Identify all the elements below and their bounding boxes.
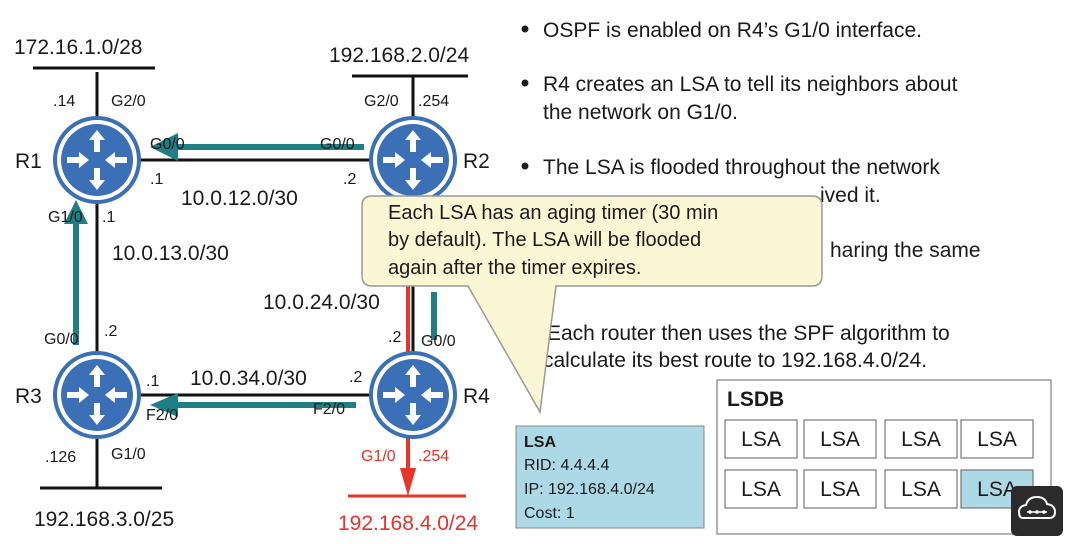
cloud-logo-icon (1011, 486, 1063, 536)
lsdb-cell-label: LSA (977, 478, 1017, 501)
bullet-dot (521, 79, 529, 87)
iface-r1-g00: G0/0 (150, 136, 185, 153)
callout-line-2: by default). The LSA will be flooded (388, 229, 701, 251)
host-r4-254: .254 (418, 448, 449, 465)
iface-r1-g20: G2/0 (111, 93, 146, 110)
lsdb-cell-label: LSA (741, 428, 781, 451)
lsa-card-ip: IP: 192.168.4.0/24 (524, 481, 655, 498)
lsa-card-rid: RID: 4.4.4.4 (524, 457, 609, 474)
host-r4-2b: .2 (349, 369, 362, 386)
network-label-192-3: 192.168.3.0/25 (34, 508, 174, 531)
bullet-dot (521, 25, 529, 33)
bullet-5-line-2: calculate its best route to 192.168.4.0/… (543, 349, 927, 372)
iface-r4-g10: G1/0 (361, 448, 396, 465)
iface-r3-f20: F2/0 (146, 407, 178, 424)
lsa-card: LSA RID: 4.4.4.4 IP: 192.168.4.0/24 Cost… (515, 425, 705, 529)
lsdb-cell (803, 419, 877, 459)
host-r4-2a: .2 (388, 329, 401, 346)
link-label-34: 10.0.34.0/30 (190, 367, 307, 390)
iface-r4-g00: G0/0 (421, 333, 456, 350)
lsdb-cell (884, 469, 958, 509)
callout: Each LSA has an aging timer (30 min by d… (361, 195, 823, 415)
router-icon-r3[interactable] (53, 351, 141, 439)
router-label-r4: R4 (463, 385, 490, 408)
host-r2-254: .254 (418, 93, 449, 110)
flood-arrow-r3-r1 (64, 200, 88, 224)
host-r2-2: .2 (343, 171, 356, 188)
lsdb-cell-label: LSA (901, 478, 941, 501)
lsdb-cell-label: LSA (977, 428, 1017, 451)
lsdb-cell-label: LSA (820, 478, 860, 501)
lsdb-cell (724, 469, 798, 509)
red-down-arrow (400, 468, 416, 496)
iface-r2-g00: G0/0 (320, 136, 355, 153)
lsdb-cell-label: LSA (741, 478, 781, 501)
network-label-192-4: 192.168.4.0/24 (338, 512, 478, 535)
lsdb-cell-label: LSA (901, 428, 941, 451)
network-label-192-2: 192.168.2.0/24 (329, 44, 469, 67)
lsdb-cell (803, 469, 877, 509)
iface-r3-g00: G0/0 (44, 331, 79, 348)
lsdb-cell (724, 419, 798, 459)
lsdb-cell (884, 419, 958, 459)
flood-arrow-r4-r3 (150, 393, 178, 417)
host-r3-126: .126 (45, 449, 76, 466)
router-icon-r4[interactable] (369, 351, 457, 439)
bullet-4-line-1: haring the same (830, 239, 981, 262)
bullet-2-line-1: R4 creates an LSA to tell its neighbors … (543, 73, 958, 96)
iface-r4-f20: F2/0 (313, 401, 345, 418)
link-label-13: 10.0.13.0/30 (112, 242, 229, 265)
host-r1-1b: .1 (102, 209, 115, 226)
iface-r1-g10: G1/0 (48, 209, 83, 226)
flood-arrows (64, 133, 437, 417)
bullet-3-line-2: ived it. (820, 184, 881, 207)
lsa-card-title: LSA (524, 434, 556, 451)
lsdb-title: LSDB (727, 388, 784, 411)
iface-r2-g20: G2/0 (364, 93, 399, 110)
lsdb: LSDB LSA LSA LSA LSA LSA LSA LSA LSA (716, 379, 1052, 535)
lsa-card-cost: Cost: 1 (524, 505, 575, 522)
link-label-12: 10.0.12.0/30 (181, 187, 298, 210)
bullet-2-line-2: the network on G1/0. (543, 101, 738, 124)
iface-r3-g10: G1/0 (111, 446, 146, 463)
bullet-3-line-1: The LSA is flooded throughout the networ… (543, 156, 940, 179)
lsdb-cell-label: LSA (820, 428, 860, 451)
callout-line-3: again after the timer expires. (388, 257, 641, 279)
link-label-24: 10.0.24.0/30 (263, 291, 380, 314)
host-r3-1: .1 (146, 373, 159, 390)
bullet-dot (521, 162, 529, 170)
router-label-r3: R3 (15, 385, 42, 408)
host-r1-1a: .1 (150, 171, 163, 188)
callout-line-1: Each LSA has an aging timer (30 min (388, 202, 718, 224)
flood-arrow-r2-r1 (150, 133, 178, 161)
bullet-list: OSPF is enabled on R4’s G1/0 interface. … (521, 19, 981, 372)
router-label-r2: R2 (463, 150, 490, 173)
router-label-r1: R1 (15, 150, 42, 173)
bullet-1: OSPF is enabled on R4’s G1/0 interface. (543, 19, 922, 42)
host-r1-14: .14 (53, 93, 75, 110)
network-label-172: 172.16.1.0/28 (14, 36, 142, 59)
host-r3-2: .2 (104, 323, 117, 340)
bullet-5-line-1: Each router then uses the SPF algorithm … (547, 322, 950, 345)
router-icon-r2[interactable] (369, 116, 457, 204)
router-icon-r1[interactable] (53, 116, 141, 204)
callout-bubble (361, 195, 823, 415)
lsdb-cell (960, 419, 1034, 459)
